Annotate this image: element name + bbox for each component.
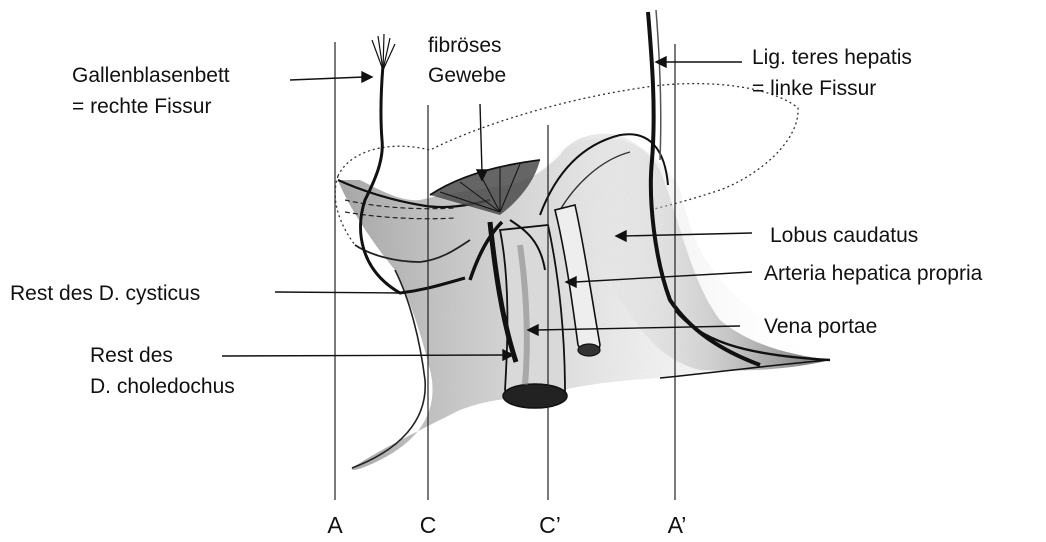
label-rest-cysticus: Rest des D. cysticus: [10, 280, 200, 307]
leader-fibrous-tissue: [477, 104, 487, 180]
leader-rest-cysticus: [275, 292, 400, 293]
label-arteria-hepatica: Arteria hepatica propria: [764, 260, 982, 287]
section-label-c-prime: C’: [530, 512, 570, 538]
label-vena-portae: Vena portae: [764, 313, 877, 340]
leader-gallbladder-bed: [290, 72, 372, 82]
label-rest-choledochus-line1: Rest des: [90, 342, 173, 369]
leader-lig-teres: [656, 57, 742, 67]
label-lig-teres-line1: Lig. teres hepatis: [752, 44, 912, 71]
section-label-c: C: [408, 512, 448, 538]
label-fibrous-tissue-line1: fibröses: [428, 32, 502, 59]
section-label-a-prime: A’: [657, 512, 697, 538]
label-lig-teres-line2: = linke Fissur: [752, 75, 876, 102]
label-gallbladder-bed-line1: Gallenblasenbett: [72, 62, 230, 89]
label-gallbladder-bed-line2: = rechte Fissur: [72, 93, 211, 120]
fiber-brush: [372, 34, 395, 70]
label-fibrous-tissue-line2: Gewebe: [428, 62, 506, 89]
label-lobus-caudatus: Lobus caudatus: [770, 222, 918, 249]
section-label-a: A: [315, 512, 355, 538]
label-rest-choledochus-line2: D. choledochus: [90, 373, 235, 400]
